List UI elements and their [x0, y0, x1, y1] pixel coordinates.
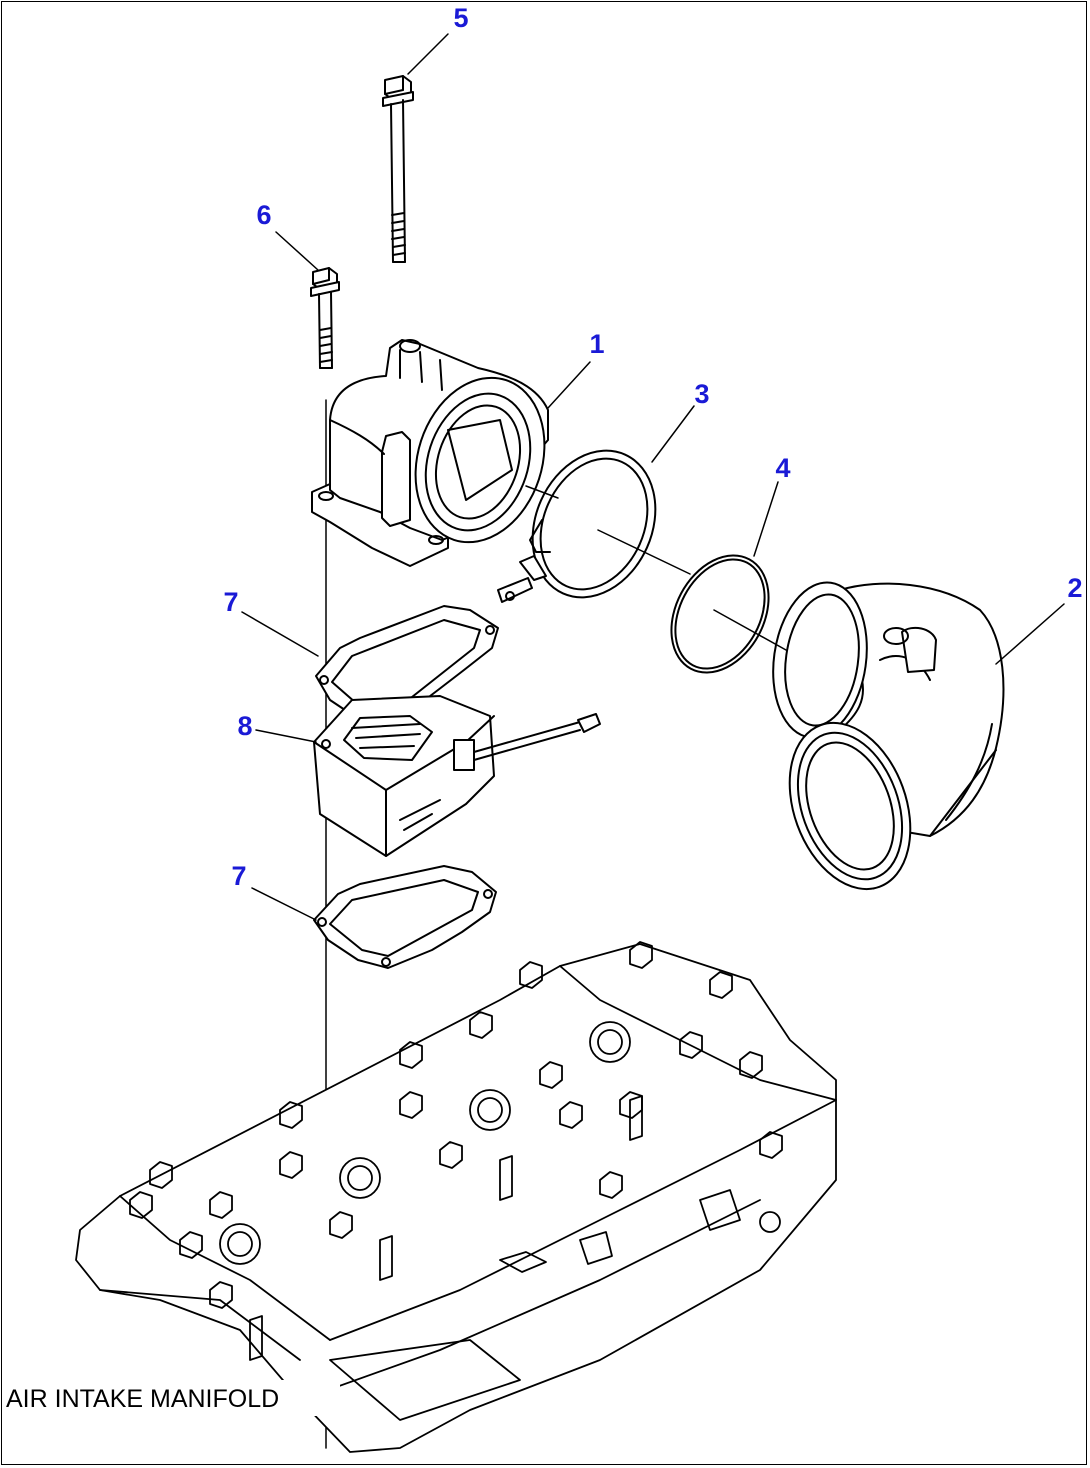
leader-5: [407, 33, 449, 75]
callout-3: 3: [694, 379, 709, 409]
leader-4: [753, 481, 779, 557]
part-5-long-bolt: [382, 75, 414, 263]
callout-7b: 7: [231, 861, 246, 891]
leader-4-axis: [713, 609, 787, 651]
caption-backdrop: [4, 1380, 340, 1416]
callout-6: 6: [256, 200, 271, 230]
cylinder-head: [75, 941, 837, 1453]
part-6-short-bolt: [310, 267, 340, 369]
leader-lines: [241, 33, 1065, 921]
leader-1-axis: [525, 485, 559, 499]
callout-5: 5: [453, 3, 468, 33]
leader-7b: [251, 887, 317, 921]
part-3-band-clamp: [497, 449, 657, 603]
leader-2: [995, 603, 1065, 665]
part-8-intake-heater: [313, 695, 601, 857]
callout-8: 8: [237, 711, 252, 741]
leader-3-axis: [597, 529, 691, 575]
callout-4: 4: [775, 453, 790, 483]
leader-8: [255, 729, 317, 743]
leader-6: [275, 231, 319, 271]
callout-7a: 7: [223, 587, 238, 617]
callout-2: 2: [1067, 573, 1082, 603]
leader-1: [547, 361, 591, 409]
part-1-intake-connector: [311, 339, 549, 567]
diagram-caption: AIR INTAKE MANIFOLD: [6, 1385, 279, 1413]
leader-7a: [241, 611, 319, 657]
part-7-lower-gasket: [313, 865, 497, 969]
callout-1: 1: [589, 329, 604, 359]
callouts: 5 6 1 3 4 2 7 8 7: [223, 3, 1082, 891]
leader-3: [651, 405, 695, 463]
part-2-elbow-tube: [772, 581, 1005, 891]
